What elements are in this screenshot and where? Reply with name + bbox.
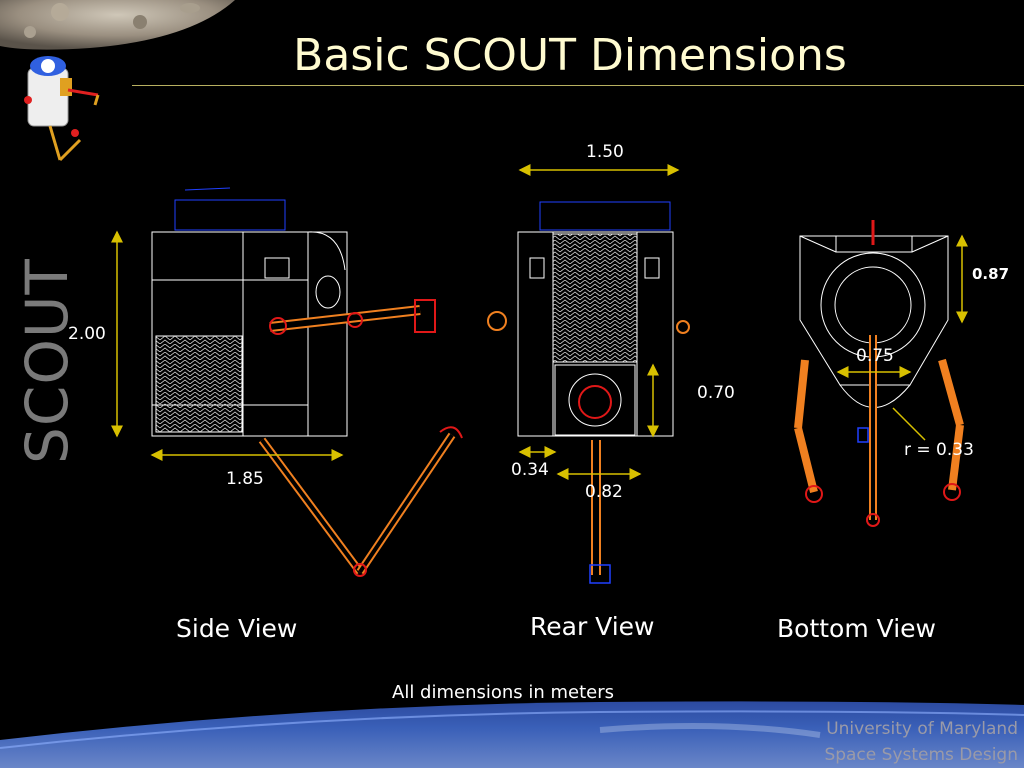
footer-department: Space Systems Design [824,745,1018,765]
rear-width-dimension: 1.50 [586,142,624,162]
side-view-arm [258,299,463,577]
rear-view-arm [487,311,690,584]
bottom-depth-dimension: 0.87 [972,265,1010,283]
rear-view-label: Rear View [530,612,655,641]
rear-base-dimension: 0.82 [585,482,623,502]
side-height-dimension: 2.00 [68,324,106,344]
side-view-drawing [151,187,348,437]
footer-university: University of Maryland [826,719,1018,739]
units-caption: All dimensions in meters [392,682,615,703]
bottom-view-arms [794,220,964,527]
bottom-width-dimension: 0.75 [856,346,894,366]
bottom-view-label: Bottom View [777,614,936,643]
slide-title: Basic SCOUT Dimensions [293,30,847,81]
side-view-label: Side View [176,614,298,643]
rear-offset-dimension: 0.34 [511,460,549,480]
bottom-radius-dimension: r = 0.33 [904,440,974,460]
rear-view-drawing [517,201,674,437]
side-length-dimension: 1.85 [226,469,264,489]
rear-height-dimension: 0.70 [697,383,735,403]
title-divider [132,85,1024,86]
